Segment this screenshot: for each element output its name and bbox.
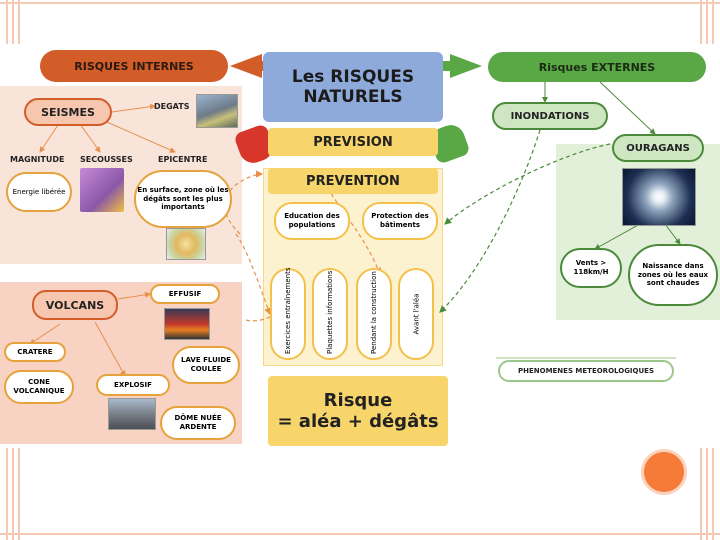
pillar-3: Pendant la construction xyxy=(356,268,392,360)
formula-box: Risque = aléa + dégâts xyxy=(268,376,448,446)
formula-line2: = aléa + dégâts xyxy=(277,411,439,432)
prevision-box: PREVISION xyxy=(268,128,438,156)
decorative-circle xyxy=(641,449,687,495)
energie-bubble: Energie libérée xyxy=(6,172,72,212)
explosif-volcano-image xyxy=(108,398,156,430)
epicentre-bubble: En surface, zone où les dégâts sont les … xyxy=(134,170,232,228)
pillar-4: Avant l'aléa xyxy=(398,268,434,360)
ouragans-node: OURAGANS xyxy=(612,134,704,162)
naissance-bubble: Naissance dans zones où les eaux sont ch… xyxy=(628,244,718,306)
phenomenes-node: PHENOMENES METEOROLOGIQUES xyxy=(498,360,674,382)
epicentre-map-image xyxy=(166,228,206,260)
protection-bubble: Protection des bâtiments xyxy=(362,202,438,240)
vents-bubble: Vents > 118km/H xyxy=(560,248,622,288)
cratere-bubble: CRATERE xyxy=(4,342,66,362)
center-title-line2: NATURELS xyxy=(303,87,403,107)
volcans-node: VOLCANS xyxy=(32,290,118,320)
education-bubble: Education des populations xyxy=(274,202,350,240)
building-image xyxy=(80,168,124,212)
pillar-2: Plaquettes informations xyxy=(312,268,348,360)
lave-bubble: LAVE FLUIDE COULEE xyxy=(172,346,240,384)
risques-externes-header: Risques EXTERNES xyxy=(488,52,706,82)
secousses-label: SECOUSSES xyxy=(80,155,133,164)
pillar-2-label: Plaquettes informations xyxy=(326,270,334,354)
explosif-bubble: EXPLOSIF xyxy=(96,374,170,396)
degats-label: DEGATS xyxy=(154,102,190,111)
pillar-1-label: Exercices entraînements xyxy=(284,267,292,355)
inondations-node: INONDATIONS xyxy=(492,102,608,130)
hurricane-image xyxy=(622,168,696,226)
dome-bubble: DÔME NUÉE ARDENTE xyxy=(160,406,236,440)
top-frame-line xyxy=(0,0,720,4)
center-title-box: Les RISQUES NATURELS xyxy=(263,52,443,122)
prevention-box: PREVENTION xyxy=(268,168,438,194)
bottom-frame-line xyxy=(0,532,720,536)
cone-bubble: CONE VOLCANIQUE xyxy=(4,370,74,404)
degats-image xyxy=(196,94,238,128)
center-title-line1: Les RISQUES xyxy=(291,67,415,87)
magnitude-label: MAGNITUDE xyxy=(10,155,65,164)
effusif-volcano-image xyxy=(164,308,210,340)
pillar-4-label: Avant l'aléa xyxy=(412,293,421,335)
seismes-node: SEISMES xyxy=(24,98,112,126)
pillar-3-label: Pendant la construction xyxy=(370,271,378,354)
formula-line1: Risque xyxy=(323,390,393,411)
effusif-bubble: EFFUSIF xyxy=(150,284,220,304)
risques-internes-header: RISQUES INTERNES xyxy=(40,50,228,82)
pillar-1: Exercices entraînements xyxy=(270,268,306,360)
concept-map: RISQUES INTERNES Les RISQUES NATURELS PR… xyxy=(0,44,720,448)
epicentre-label: EPICENTRE xyxy=(158,155,208,164)
connector-arrows xyxy=(29,54,681,377)
